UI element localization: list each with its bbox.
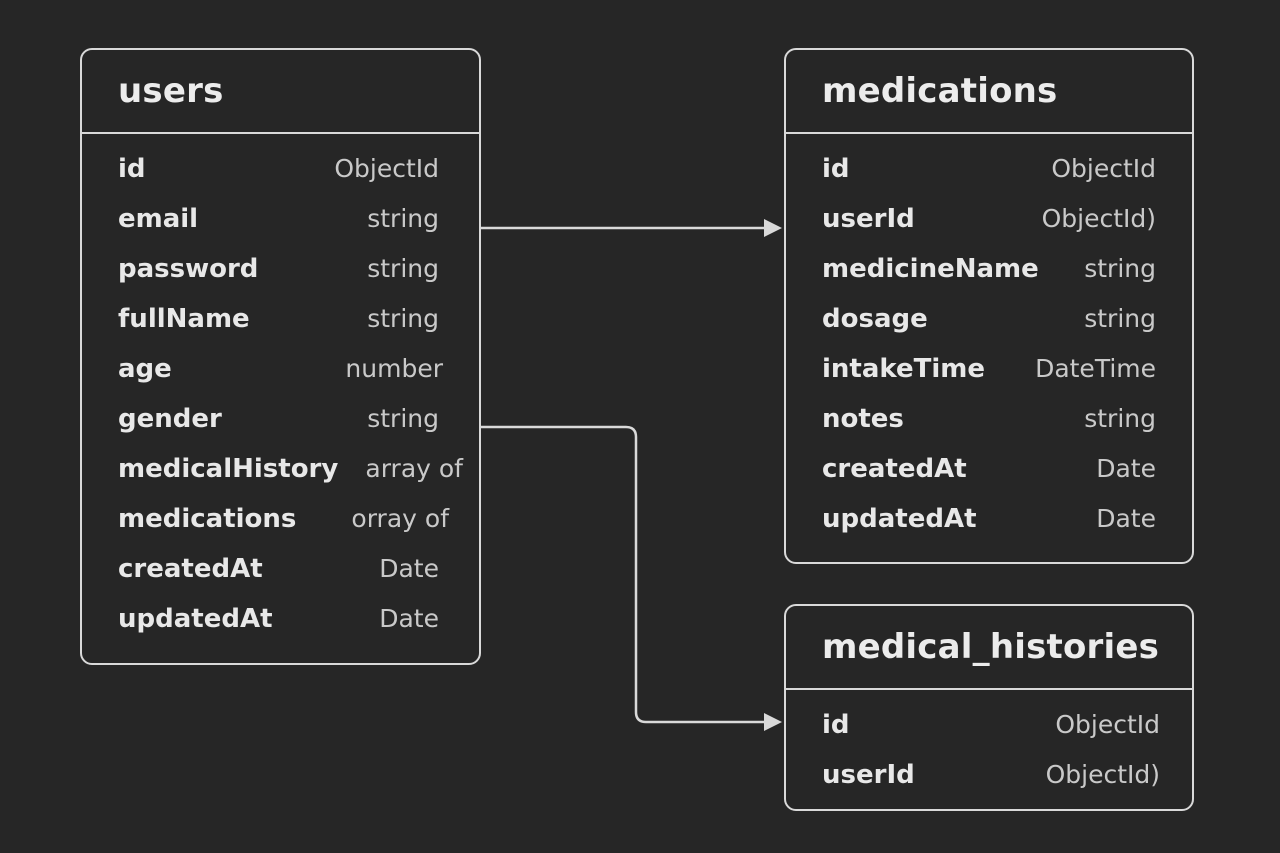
field-name: updatedAt: [822, 504, 977, 534]
field-type: number: [345, 354, 443, 383]
users-table-title: users: [118, 71, 224, 111]
field-name: password: [118, 254, 259, 284]
field-type: Date: [379, 554, 439, 583]
field-type: ObjectId: [1055, 710, 1160, 739]
field-type: ObjectId): [1041, 204, 1156, 233]
medications-table-title: medications: [822, 71, 1058, 111]
relation-users-to-medical-histories: [481, 425, 782, 731]
users-table-header: users: [82, 50, 479, 134]
field-name: medications: [118, 504, 297, 534]
field-name: email: [118, 204, 199, 234]
field-name: createdAt: [822, 454, 967, 484]
field-type: ObjectId: [334, 154, 439, 183]
field-type: string: [367, 204, 439, 233]
field-row-updatedat: updatedAt Date: [82, 594, 479, 644]
field-type: array of: [365, 454, 463, 483]
field-type: string: [1084, 304, 1156, 333]
users-table: users id ObjectId email string password …: [80, 48, 481, 665]
field-row-gender: gender string: [82, 394, 479, 444]
field-row-userid: userId ObjectId): [786, 194, 1192, 244]
connector-line: [481, 425, 766, 724]
field-name: fullName: [118, 304, 250, 334]
field-name: age: [118, 354, 172, 384]
field-type: string: [367, 404, 439, 433]
field-name: createdAt: [118, 554, 263, 584]
field-row-id: id ObjectId: [786, 144, 1192, 194]
field-row-id: id ObjectId: [786, 700, 1192, 750]
field-row-email: email string: [82, 194, 479, 244]
field-name: id: [822, 154, 850, 184]
field-row-notes: notes string: [786, 394, 1192, 444]
field-name: id: [118, 154, 146, 184]
field-row-createdat: createdAt Date: [786, 444, 1192, 494]
field-row-age: age number: [82, 344, 479, 394]
field-type: Date: [1096, 504, 1156, 533]
field-type: ObjectId): [1045, 760, 1160, 789]
field-name: medicineName: [822, 254, 1039, 284]
field-type: string: [367, 304, 439, 333]
medical-histories-table-header: medical_histories: [786, 606, 1192, 690]
field-name: intakeTime: [822, 354, 985, 384]
field-type: string: [1084, 404, 1156, 433]
field-name: userId: [822, 204, 915, 234]
field-row-medications: medications orray of: [82, 494, 479, 544]
medical-histories-table-title: medical_histories: [822, 627, 1160, 667]
field-row-medicalhistory: medicalHistory array of: [82, 444, 479, 494]
field-type: Date: [1096, 454, 1156, 483]
field-row-fullname: fullName string: [82, 294, 479, 344]
field-name: gender: [118, 404, 222, 434]
users-field-list: id ObjectId email string password string…: [82, 134, 479, 644]
field-row-password: password string: [82, 244, 479, 294]
field-type: orray of: [351, 504, 449, 533]
field-row-intaketime: intakeTime DateTime: [786, 344, 1192, 394]
field-type: string: [367, 254, 439, 283]
field-type: string: [1084, 254, 1156, 283]
medical-histories-table: medical_histories id ObjectId userId Obj…: [784, 604, 1194, 811]
field-name: dosage: [822, 304, 928, 334]
field-row-dosage: dosage string: [786, 294, 1192, 344]
arrowhead-icon: [764, 713, 782, 731]
field-name: updatedAt: [118, 604, 273, 634]
medications-table-header: medications: [786, 50, 1192, 134]
medications-field-list: id ObjectId userId ObjectId) medicineNam…: [786, 134, 1192, 544]
field-type: DateTime: [1035, 354, 1156, 383]
field-name: medicalHistory: [118, 454, 339, 484]
field-name: notes: [822, 404, 904, 434]
relation-users-to-medications: [481, 219, 782, 237]
medications-table: medications id ObjectId userId ObjectId)…: [784, 48, 1194, 564]
medical-histories-field-list: id ObjectId userId ObjectId): [786, 690, 1192, 800]
field-name: id: [822, 710, 850, 740]
arrowhead-icon: [764, 219, 782, 237]
field-row-createdat: createdAt Date: [82, 544, 479, 594]
field-row-updatedat: updatedAt Date: [786, 494, 1192, 544]
field-row-medicinename: medicineName string: [786, 244, 1192, 294]
field-row-id: id ObjectId: [82, 144, 479, 194]
field-type: ObjectId: [1051, 154, 1156, 183]
field-row-userid: userId ObjectId): [786, 750, 1192, 800]
field-name: userId: [822, 760, 915, 790]
field-type: Date: [379, 604, 439, 633]
